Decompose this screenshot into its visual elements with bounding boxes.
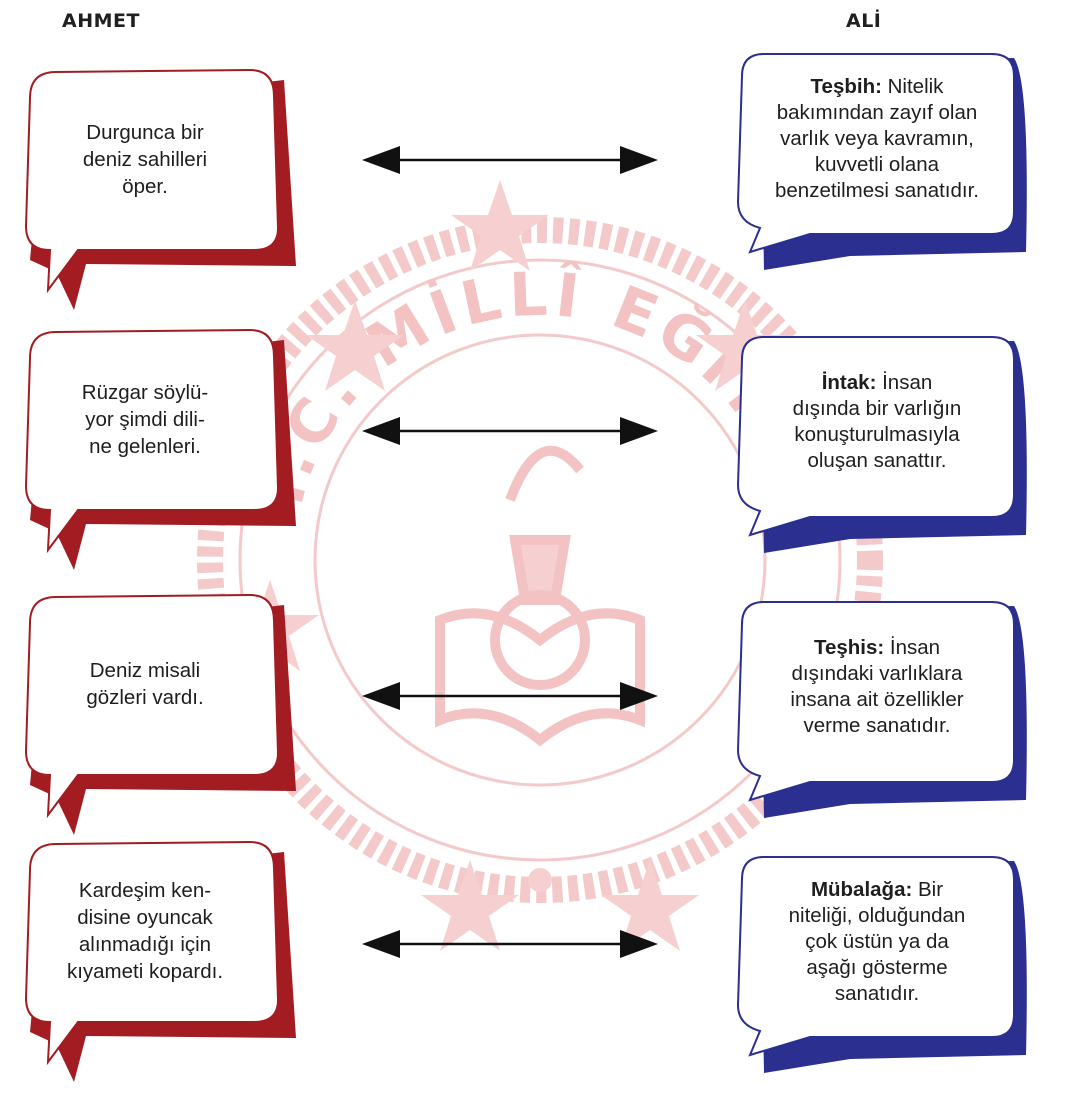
double-arrow-icon: [362, 417, 658, 445]
text-line: kıyameti kopardı.: [66, 960, 224, 983]
right-bubble-text: Teşbih: Nitelik bakımından zayıf olan va…: [742, 54, 1012, 224]
text-line: alınmadığı için: [78, 933, 212, 956]
right-bubble-text: Teşhis: İnsan dışındaki varlıklara insan…: [742, 602, 1012, 772]
text-line: dışındaki varlıklara: [791, 662, 963, 685]
double-arrow-icon: [362, 682, 658, 710]
speech-bubble-shape: [24, 593, 296, 835]
term-rest: Bir: [912, 878, 944, 901]
text-line: Durgunca bir: [86, 120, 204, 144]
text-line: deniz sahilleri: [82, 147, 208, 171]
speech-bubble-shape: [736, 336, 1027, 553]
text-line: dışında bir varlığın: [792, 397, 962, 420]
right-speech-bubble-2: İntak: İnsan dışında bir varlığın konuşt…: [730, 325, 1030, 585]
seal-star-icon: [421, 860, 519, 951]
speech-bubble-shape: [24, 68, 296, 310]
term-label: Mübalağa:: [810, 878, 913, 901]
text-line: gözleri vardı.: [86, 686, 204, 709]
left-speech-bubble-4: Kardeşim ken- disine oyuncak alınmadığı …: [8, 830, 308, 1090]
column-header-ali: ALİ: [846, 10, 882, 32]
term-rest: Nitelik: [881, 75, 944, 98]
speech-bubble-shape: [736, 53, 1027, 270]
column-header-ahmet: AHMET: [62, 10, 140, 32]
speech-bubble-shape: [736, 856, 1027, 1073]
left-bubble-text: Kardeşim ken- disine oyuncak alınmadığı …: [30, 848, 260, 1014]
term-rest: İnsan: [876, 371, 933, 394]
text-line: Rüzgar söylü-: [81, 380, 209, 404]
text-line: Teşhis: İnsan: [790, 635, 963, 661]
text-line: bakımından zayıf olan: [776, 101, 978, 124]
seal-star-icon: [601, 860, 699, 951]
text-line: verme sanatıdır.: [803, 714, 951, 737]
left-speech-bubble-2: Rüzgar söylü- yor şimdi dili- ne gelenle…: [8, 318, 308, 578]
text-line: disine oyuncak: [77, 906, 213, 929]
speech-bubble-shape: [24, 328, 296, 570]
seal-star-icon: [451, 180, 549, 271]
seal-star-icon: [306, 300, 404, 391]
right-bubble-text: İntak: İnsan dışında bir varlığın konuşt…: [742, 337, 1012, 507]
text-line: çok üstün ya da: [805, 930, 949, 953]
text-line: öper.: [122, 174, 168, 198]
term-label: Teşhis:: [813, 636, 885, 659]
term-rest: İnsan: [884, 636, 941, 659]
text-line: Mübalağa: Bir: [789, 877, 966, 903]
text-line: İntak: İnsan: [793, 370, 962, 396]
left-bubble-text: Rüzgar söylü- yor şimdi dili- ne gelenle…: [30, 336, 260, 502]
left-speech-bubble-3: Deniz misali gözleri vardı.: [8, 583, 308, 843]
left-speech-bubble-1: Durgunca bir deniz sahilleri öper.: [8, 58, 308, 318]
text-line: kuvvetli olana: [814, 153, 940, 176]
left-bubble-text: Durgunca bir deniz sahilleri öper.: [30, 76, 260, 242]
right-speech-bubble-1: Teşbih: Nitelik bakımından zayıf olan va…: [730, 42, 1030, 302]
text-line: oluşan sanattır.: [807, 449, 947, 472]
text-line: Deniz misali: [89, 659, 201, 682]
right-bubble-text: Mübalağa: Bir niteliği, olduğundan çok ü…: [742, 857, 1012, 1027]
right-speech-bubble-3: Teşhis: İnsan dışındaki varlıklara insan…: [730, 590, 1030, 850]
text-line: sanatıdır.: [834, 982, 920, 1005]
text-line: varlık veya kavramın,: [780, 127, 974, 150]
text-line: benzetilmesi sanatıdır.: [775, 179, 979, 202]
text-line: niteliği, olduğundan: [788, 904, 966, 927]
text-line: Teşbih: Nitelik: [775, 74, 979, 100]
left-bubble-text: Deniz misali gözleri vardı.: [30, 601, 260, 767]
text-line: Kardeşim ken-: [78, 879, 212, 902]
double-arrow-icon: [362, 930, 658, 958]
speech-bubble-shape: [24, 840, 296, 1082]
text-line: ne gelenleri.: [89, 434, 201, 458]
text-line: konuşturulmasıyla: [794, 423, 960, 446]
term-label: Teşbih:: [810, 75, 882, 98]
text-line: insana ait özellikler: [790, 688, 964, 711]
text-line: aşağı gösterme: [806, 956, 948, 979]
term-label: İntak:: [821, 371, 877, 394]
right-speech-bubble-4: Mübalağa: Bir niteliği, olduğundan çok ü…: [730, 845, 1030, 1105]
text-line: yor şimdi dili-: [85, 407, 205, 431]
double-arrow-icon: [362, 146, 658, 174]
torch-book-emblem: [435, 445, 645, 747]
speech-bubble-shape: [736, 601, 1027, 818]
